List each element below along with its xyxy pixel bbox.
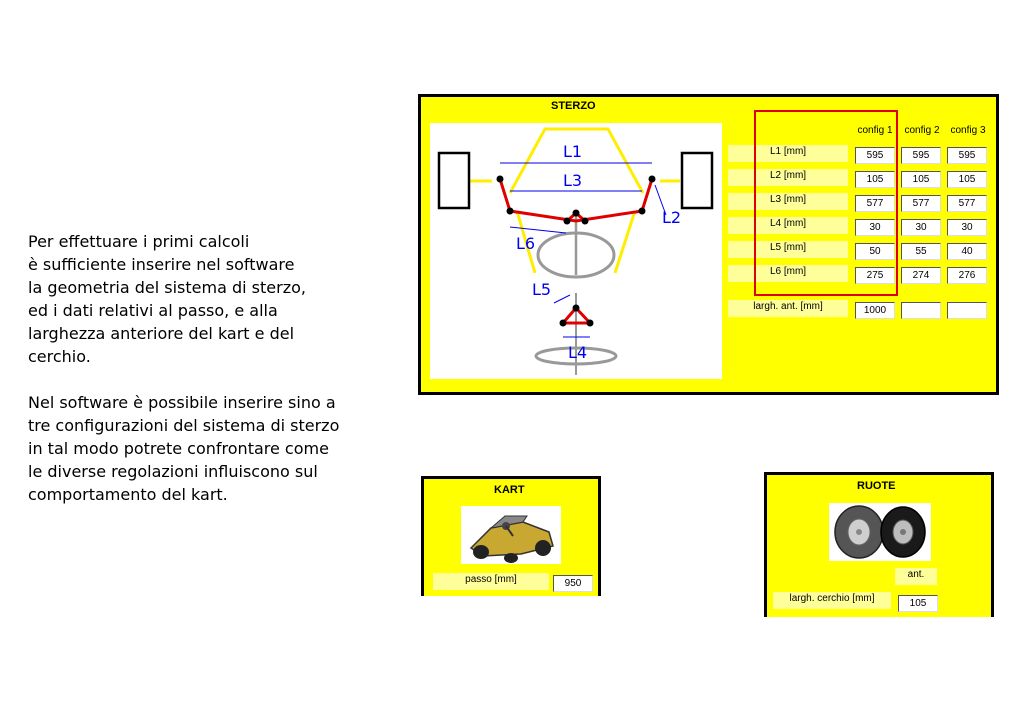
l4-config-2-input[interactable]: 30 — [901, 219, 941, 236]
front-width-config-2-input[interactable] — [901, 302, 941, 319]
l6-config-2-input[interactable]: 274 — [901, 267, 941, 284]
l2-config-3-input[interactable]: 105 — [947, 171, 987, 188]
l3-config-3-input[interactable]: 577 — [947, 195, 987, 212]
kart-panel: KART passo [mm] 950 — [421, 476, 601, 596]
passo-label: passo [mm] — [433, 573, 549, 590]
col-config-3: config 3 — [950, 125, 986, 136]
label-l2: L2 — [662, 208, 681, 227]
left-wheel-icon — [437, 151, 471, 210]
label-l3: L3 — [563, 171, 582, 190]
l6-config-3-input[interactable]: 276 — [947, 267, 987, 284]
wheels-icon — [834, 505, 926, 559]
intro-text: Per effettuare i primi calcoli è suffici… — [28, 230, 398, 529]
passo-input[interactable]: 950 — [553, 575, 593, 592]
front-width-config-3-input[interactable] — [947, 302, 987, 319]
sterzo-title: STERZO — [551, 100, 596, 112]
kart-title: KART — [494, 484, 525, 496]
l4-config-1-input[interactable]: 30 — [855, 219, 895, 236]
l2-dimension — [654, 184, 667, 216]
sterzo-panel: STERZO — [418, 94, 999, 395]
l4-l5-triangle — [561, 305, 594, 325]
l1-config-2-input[interactable]: 595 — [901, 147, 941, 164]
label-l4: L4 — [568, 343, 587, 362]
tie-rods — [498, 178, 654, 223]
ruote-col-ant: ant. — [895, 568, 937, 585]
frame-left-lower — [515, 210, 537, 274]
l4-config-3-input[interactable]: 30 — [947, 219, 987, 236]
row-label-l4: L4 [mm] — [728, 217, 848, 234]
cerchio-label: largh. cerchio [mm] — [773, 592, 891, 609]
row-label-l2: L2 [mm] — [728, 169, 848, 186]
kart-photo — [461, 506, 561, 564]
frame-right-lower — [613, 210, 637, 274]
front-width-config-1-input[interactable]: 1000 — [855, 302, 895, 319]
ruote-panel: RUOTE ant. largh. cerchio [mm] 105 — [764, 472, 994, 617]
row-label-l5: L5 [mm] — [728, 241, 848, 258]
l3-config-2-input[interactable]: 577 — [901, 195, 941, 212]
l5-config-2-input[interactable]: 55 — [901, 243, 941, 260]
cerchio-input[interactable]: 105 — [898, 595, 938, 612]
l1-config-3-input[interactable]: 595 — [947, 147, 987, 164]
wheels-photo — [829, 503, 931, 561]
l2-config-2-input[interactable]: 105 — [901, 171, 941, 188]
row-label-l1: L1 [mm] — [728, 145, 848, 162]
label-l5: L5 — [532, 280, 551, 299]
right-wheel-icon — [680, 151, 714, 210]
steering-diagram: L1 L3 L2 L6 L5 L4 — [430, 123, 722, 379]
label-l6: L6 — [516, 234, 535, 253]
l6-config-1-input[interactable]: 275 — [855, 267, 895, 284]
l3-config-1-input[interactable]: 577 — [855, 195, 895, 212]
row-label-l3: L3 [mm] — [728, 193, 848, 210]
l6-dimension — [509, 226, 567, 234]
row-label-l6: L6 [mm] — [728, 265, 848, 282]
intro-paragraph-1: Per effettuare i primi calcoli è suffici… — [28, 232, 306, 366]
intro-paragraph-2: Nel software è possibile inserire sino a… — [28, 393, 340, 504]
ruote-title: RUOTE — [857, 480, 896, 492]
l5-config-3-input[interactable]: 40 — [947, 243, 987, 260]
row-label-front-width: largh. ant. [mm] — [728, 300, 848, 317]
label-l1: L1 — [563, 142, 582, 161]
l1-config-1-input[interactable]: 595 — [855, 147, 895, 164]
l2-config-1-input[interactable]: 105 — [855, 171, 895, 188]
l5-dimension — [553, 294, 571, 304]
kart-icon — [469, 515, 554, 563]
steering-geometry-svg: L1 L3 L2 L6 L5 L4 — [437, 127, 714, 375]
l5-config-1-input[interactable]: 50 — [855, 243, 895, 260]
col-config-1: config 1 — [857, 125, 893, 136]
config-1-highlight-box — [754, 110, 898, 296]
frame-upper — [508, 127, 645, 194]
col-config-2: config 2 — [904, 125, 940, 136]
